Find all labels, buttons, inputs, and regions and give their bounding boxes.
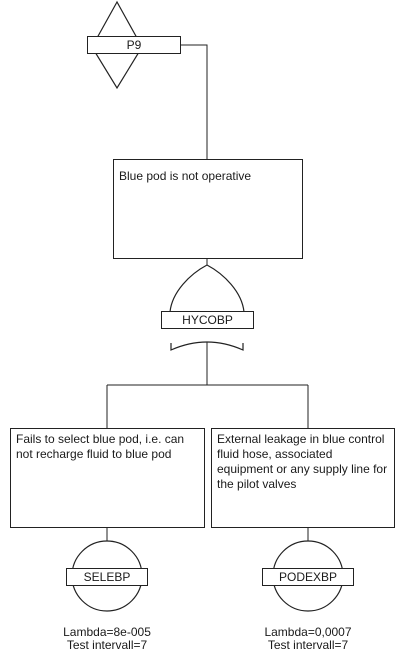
basic-event-params-left: Lambda=8e-005 Test intervall=7: [37, 626, 177, 652]
basic-event-lambda-left: Lambda=8e-005: [63, 625, 151, 639]
top-event-description: Blue pod is not operative: [119, 169, 252, 183]
transfer-triangle-down: [93, 51, 141, 90]
transfer-triangle-up: [95, 0, 139, 39]
basic-event-test-interval-left: Test intervall=7: [66, 638, 148, 652]
gate-label: HYCOBP: [161, 311, 254, 329]
basic-event-box-right: External leakage in blue control fluid h…: [211, 428, 395, 528]
basic-event-label-right: PODEXBP: [262, 568, 354, 586]
basic-event-lambda-right: Lambda=0,0007: [264, 625, 352, 639]
basic-event-description-right: External leakage in blue control fluid h…: [217, 432, 388, 491]
basic-event-test-interval-right: Test intervall=7: [267, 638, 349, 652]
basic-event-description-left: Fails to select blue pod, i.e. can not r…: [16, 432, 185, 461]
basic-event-params-right: Lambda=0,0007 Test intervall=7: [238, 626, 378, 652]
basic-event-label-left: SELEBP: [66, 568, 148, 586]
transfer-gate-label: P9: [87, 36, 181, 54]
top-event-box: Blue pod is not operative: [113, 159, 303, 259]
basic-event-box-left: Fails to select blue pod, i.e. can not r…: [10, 428, 205, 528]
connector-p9-to-top-event: [180, 44, 208, 159]
